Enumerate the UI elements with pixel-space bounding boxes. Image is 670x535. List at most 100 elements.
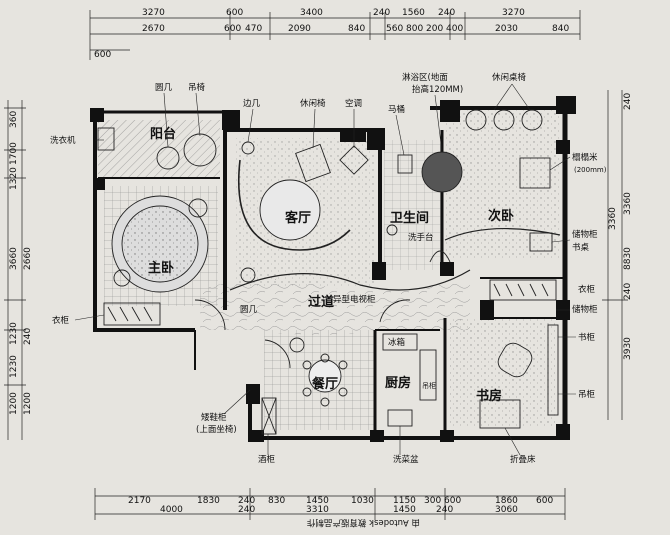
dining-chair-4	[338, 387, 348, 397]
dim-right-2: 240	[623, 93, 633, 110]
dim-top2-7: 800	[406, 24, 423, 34]
dim-top2-1: 2670	[142, 24, 165, 34]
study-bookcase	[547, 324, 559, 416]
room-kitchen: 厨房	[385, 375, 411, 391]
folding-bed	[479, 399, 521, 429]
dim-bottom-1: 2170	[128, 496, 151, 506]
dining-chair-3	[302, 387, 312, 397]
dim-bottom-9: 600	[444, 496, 461, 506]
dining-chair-1	[302, 360, 312, 370]
dim-left-7: 240	[23, 328, 33, 345]
leisure-table	[493, 109, 515, 131]
dim-top2-8: 200	[426, 24, 443, 34]
corridor-round-table	[289, 337, 305, 353]
dim-bottom2-3: 3310	[306, 505, 329, 515]
dim-top3-1: 600	[94, 50, 111, 60]
dim-left-9: 1200	[9, 392, 19, 415]
dim-left-10: 1200	[23, 392, 33, 415]
dim-top-6: 240	[438, 8, 455, 18]
dim-right-6: 3930	[623, 337, 633, 360]
label-storage-cabinet-1: 储物柜	[572, 229, 598, 240]
right-dimension-labels: 3360 240 3360 8830 240 3930	[608, 93, 633, 360]
label-wash-basin: 洗手台	[408, 232, 434, 243]
toilet	[397, 154, 413, 174]
dim-bottom2-4: 1450	[393, 505, 416, 515]
bottom-dimension-row-1: 2170 1830 240 830 1450 1030 1150 300 600…	[128, 496, 553, 506]
right-dimension-lines	[602, 90, 628, 420]
dim-bottom-3: 240	[238, 496, 255, 506]
wine-cabinet-cross	[261, 397, 277, 435]
label-tv-cabinet: 异型电视柜	[333, 294, 376, 305]
dim-top2-4: 2090	[288, 24, 311, 34]
dim-left-6: 1230	[9, 322, 19, 345]
label-storage-cabinet-2: 储物柜	[572, 304, 598, 315]
room-second-bedroom: 次卧	[488, 208, 514, 224]
label-tatami: 榻榻米	[572, 152, 598, 163]
dim-bottom-4: 830	[268, 496, 285, 506]
bottom-dimension-row-2: 4000 240 3310 1450 240 3060	[160, 505, 518, 515]
dim-bottom-5: 1450	[306, 496, 329, 506]
study-chair	[497, 342, 533, 378]
dim-bottom-6: 1030	[351, 496, 374, 506]
dim-bottom-7: 1150	[393, 496, 416, 506]
tv-cabinet	[229, 269, 471, 291]
dim-bottom2-5: 240	[436, 505, 453, 515]
footer-note: 由 Autodesk 教育版产品制作	[306, 517, 420, 528]
dim-bottom-2: 1830	[197, 496, 220, 506]
dim-top2-2: 600	[224, 24, 241, 34]
living-round-table	[240, 267, 256, 283]
kitchen-counter	[419, 349, 437, 401]
dim-bottom2-1: 4000	[160, 505, 183, 515]
dim-top2-9: 400	[446, 24, 463, 34]
label-desk: 书桌	[572, 242, 590, 253]
dim-left-2: 1700	[9, 142, 19, 165]
label-sink: 洗菜盆	[393, 454, 419, 465]
label-hanging-cabinet: 吊柜	[578, 389, 596, 400]
top-dimension-row-2: 2670 600 470 2090 840 560 800 200 400 20…	[142, 24, 569, 34]
dim-right-4: 8830	[623, 247, 633, 270]
dim-bottom2-6: 3060	[495, 505, 518, 515]
dining-chair-5	[320, 353, 330, 363]
door-arc-2	[264, 339, 291, 369]
dining-chair-6	[320, 397, 330, 407]
label-shower-area-2: 抬高120MM)	[412, 84, 463, 95]
washing-machine	[97, 127, 115, 151]
master-wardrobe	[103, 302, 161, 326]
master-bed-cover	[121, 205, 199, 283]
door-arc-3	[379, 299, 411, 323]
label-leisure-chair: 休闲椅	[300, 98, 326, 109]
dim-top2-6: 560	[386, 24, 403, 34]
room-master-bedroom: 主卧	[148, 260, 174, 276]
label-toilet: 马桶	[388, 104, 405, 115]
dim-top2-5: 840	[348, 24, 365, 34]
label-wine-cabinet: 酒柜	[258, 454, 276, 465]
label-round-table-2: 圆几	[240, 305, 258, 315]
wardrobe-hatch	[107, 306, 153, 322]
room-bathroom: 卫生间	[390, 210, 429, 226]
fridge	[382, 333, 418, 351]
dim-left-5: 2660	[23, 247, 33, 270]
top-dimension-lines	[89, 10, 581, 60]
label-wardrobe-right: 衣柜	[578, 284, 596, 295]
dining-chair-2	[338, 360, 348, 370]
wardrobe-right-hatch	[493, 283, 549, 297]
label-washing-machine: 洗衣机	[50, 135, 76, 146]
living-side-chair	[339, 145, 369, 175]
label-leisure-table-chairs: 休闲桌椅	[492, 72, 527, 83]
dim-left-8: 1230	[9, 355, 19, 378]
bottom-dimension-lines	[94, 488, 566, 520]
label-shoe-cabinet: 矮鞋柜	[201, 412, 227, 423]
second-bedroom-floor	[445, 108, 560, 258]
room-living: 客厅	[285, 210, 311, 226]
dim-bottom-8: 300	[424, 496, 441, 506]
dim-top-2: 600	[226, 8, 243, 18]
second-bedroom-curve	[444, 227, 561, 241]
label-shoe-cabinet-2: (上面坐椅)	[196, 424, 237, 435]
study-floor	[450, 318, 555, 428]
leader-lines	[74, 83, 576, 456]
dim-bottom-10: 1860	[495, 496, 518, 506]
master-nightstand-2	[113, 269, 131, 287]
leisure-chair	[295, 143, 331, 183]
label-folding-bed: 折叠床	[510, 454, 536, 465]
